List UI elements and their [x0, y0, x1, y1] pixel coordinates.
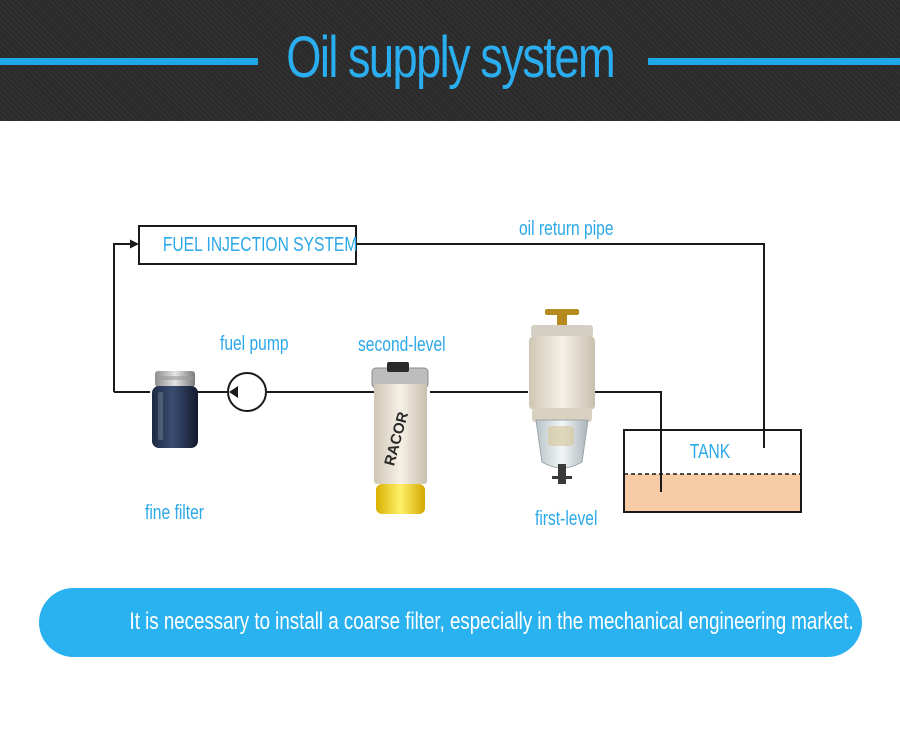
tank-fuel-fill: [624, 474, 801, 512]
header-banner: Oil supply system: [0, 0, 900, 121]
coarse-filter-note: It is necessary to install a coarse filt…: [39, 588, 862, 657]
return-pipe-line: [357, 243, 765, 448]
second-level-label: second-level: [358, 334, 446, 356]
first-level-filter-image: [529, 309, 595, 484]
coarse-filter-note-text: It is necessary to install a coarse filt…: [129, 608, 854, 635]
header-line-right: [648, 58, 900, 65]
fuel-pump-label: fuel pump: [220, 333, 289, 355]
pump-direction-arrow: [229, 386, 238, 398]
fuel-pump-symbol: [227, 372, 267, 412]
fuel-injection-system-box: [138, 225, 357, 265]
arrow-into-injection: [130, 239, 139, 249]
tank-label: TANK: [689, 441, 731, 463]
tank-box: [623, 429, 802, 513]
page-title: Oil supply system: [286, 25, 616, 90]
second-level-filter-image: RACOR: [371, 362, 429, 514]
pipe-lines: [113, 243, 765, 492]
fine-filter-label: fine filter: [145, 502, 204, 524]
supply-line-left: [113, 243, 132, 392]
header-line-left: [0, 58, 258, 65]
fine-filter-image: [152, 371, 198, 448]
first-level-label: first-level: [535, 508, 598, 530]
fuel-injection-system-label: FUEL INJECTION SYSTEM: [162, 234, 358, 256]
oil-return-pipe-label: oil return pipe: [519, 218, 614, 240]
